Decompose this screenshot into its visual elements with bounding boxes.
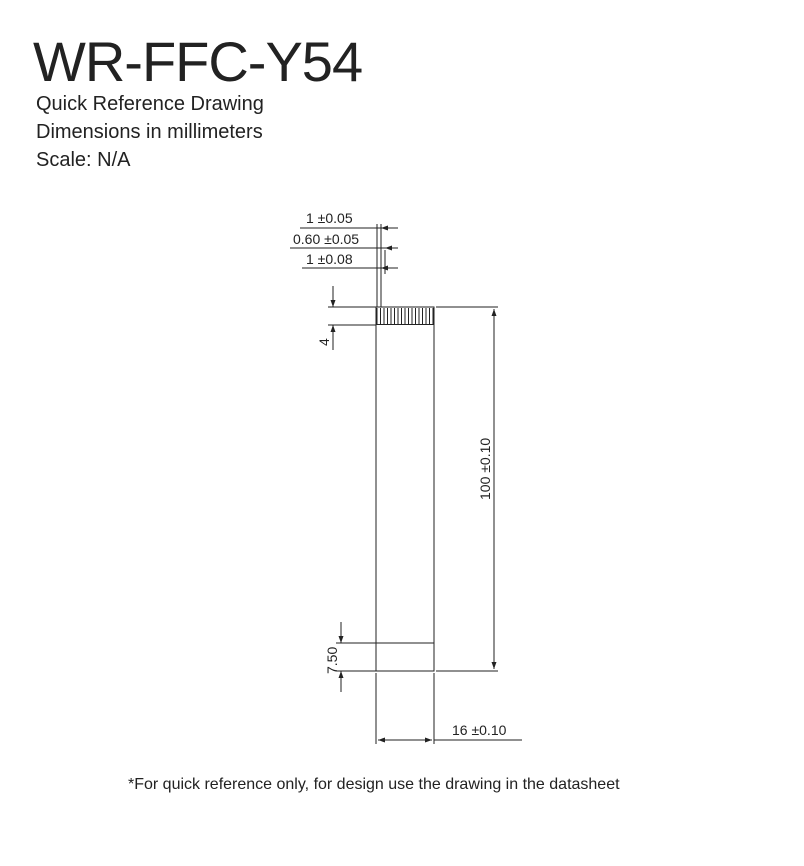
exposed-contacts	[376, 308, 434, 325]
dim-cable-width: 16 ±0.10	[452, 722, 507, 738]
stiffener-length-dimension	[336, 622, 376, 692]
cable-width-dimension	[375, 673, 522, 744]
subtitle-scale: Scale: N/A	[36, 149, 131, 171]
contact-length-dimension	[328, 286, 376, 350]
subtitle-drawing-type: Quick Reference Drawing	[36, 93, 264, 115]
dim-contact-length: 4	[316, 338, 332, 346]
top-dimension-lines	[290, 224, 398, 307]
dim-conductor-width: 1 ±0.05	[306, 210, 353, 226]
dim-cable-length: 100 ±0.10	[477, 438, 493, 500]
dim-stiffener-length: 7.50	[324, 647, 340, 674]
footnote: *For quick reference only, for design us…	[128, 776, 620, 793]
cable-outline	[375, 306, 435, 672]
dim-conductor-thickness: 0.60 ±0.05	[293, 231, 359, 247]
dim-pitch: 1 ±0.08	[306, 251, 353, 267]
page-title: WR-FFC-Y54	[33, 30, 363, 93]
cable-length-dimension	[436, 306, 498, 672]
subtitle-units: Dimensions in millimeters	[36, 121, 263, 143]
